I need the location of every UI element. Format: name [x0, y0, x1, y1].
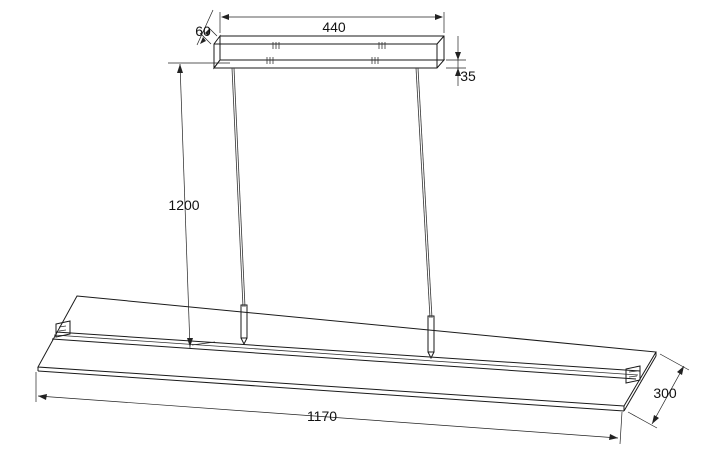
dimension-canopy-depth: 60	[195, 9, 218, 46]
ceiling-canopy	[213, 34, 446, 70]
panel-end-cap-left	[55, 320, 71, 338]
dimension-canopy-height: 35	[446, 36, 476, 86]
dimension-panel-length: 1170	[35, 372, 623, 445]
panel-end-cap-right	[625, 365, 641, 384]
dimension-label-canopy-length: 440	[322, 19, 346, 35]
dimension-label-canopy-depth: 60	[195, 23, 211, 39]
dimension-canopy-length: 440	[219, 12, 445, 35]
dimension-label-suspension-length: 1200	[168, 197, 199, 213]
dimension-label-panel-length: 1170	[307, 408, 337, 424]
suspension-cables	[231, 67, 435, 360]
light-panel	[37, 295, 657, 412]
dimension-panel-width: 300	[627, 353, 690, 429]
dimension-suspension-length: 1200	[168, 62, 230, 349]
canopy-vent-slots	[266, 42, 386, 64]
dimension-label-canopy-height: 35	[460, 68, 476, 84]
dimension-label-panel-width: 300	[653, 385, 677, 401]
